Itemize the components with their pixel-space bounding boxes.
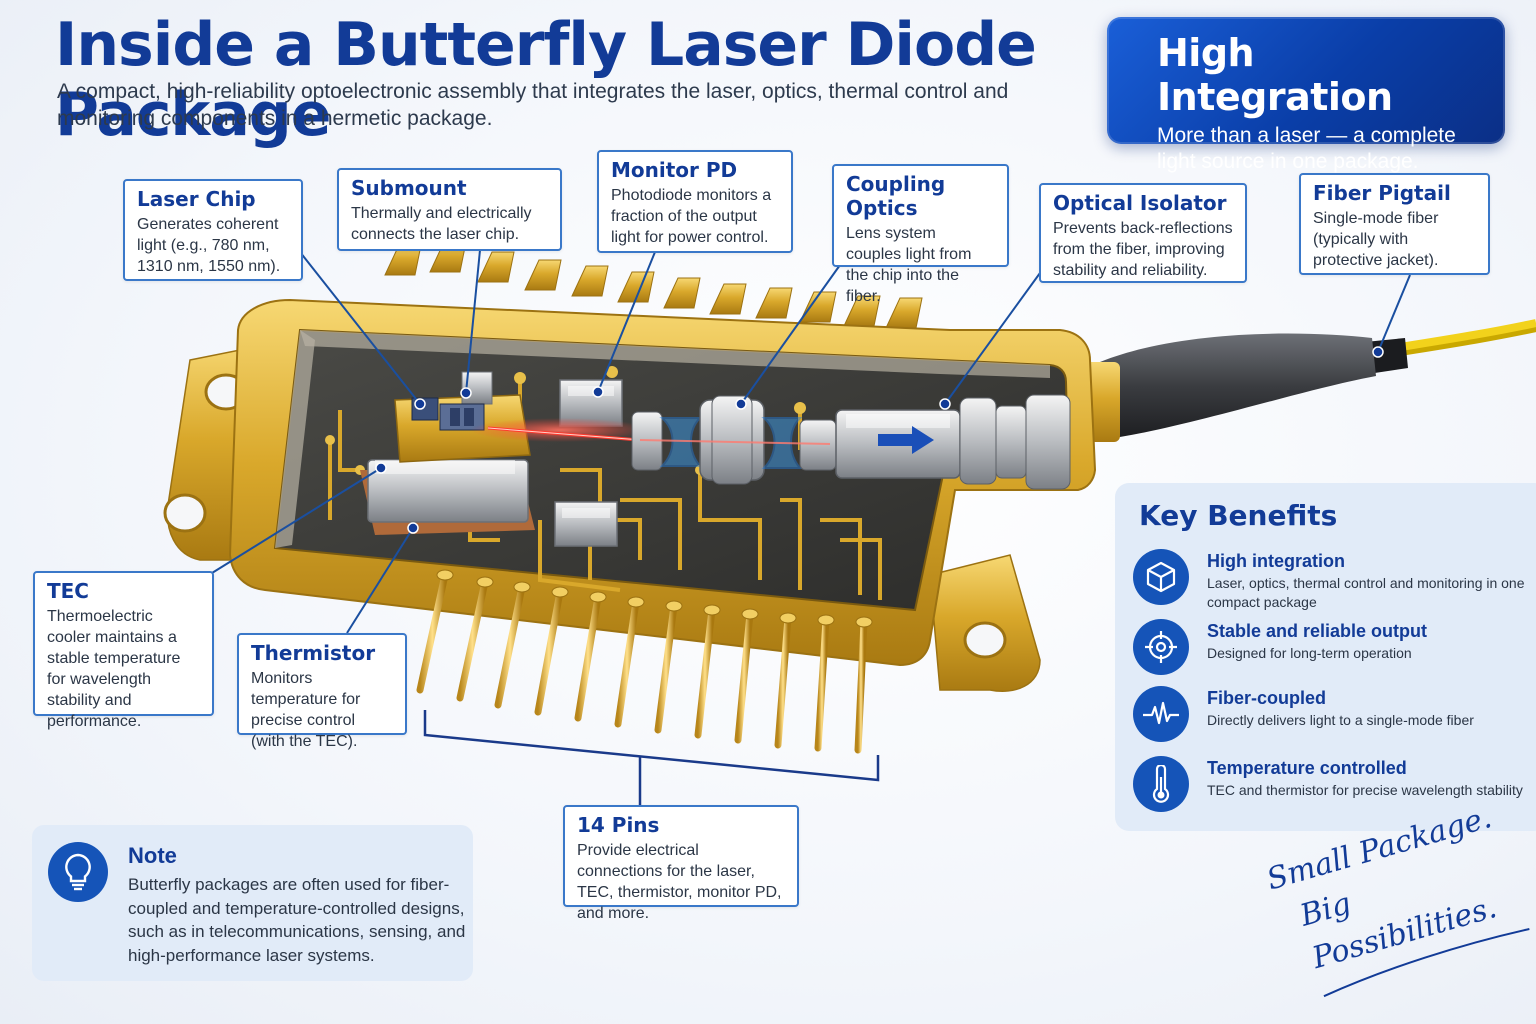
benefit-item: Temperature controlled TEC and thermisto… [1133,756,1533,816]
benefit-title: High integration [1207,551,1345,571]
tec-block [360,459,535,535]
callout-tec-title: TEC [47,579,89,603]
lightbulb-icon [48,842,108,902]
callout-coupling-optics-title: Coupling Optics [846,172,946,220]
callout-optical-isolator-text: Prevents back-reflections from the fiber… [1053,220,1233,279]
fiber-pigtail [1075,319,1536,442]
laser-chip [411,397,485,431]
benefit-item: High integration Laser, optics, thermal … [1133,549,1533,610]
leader-lines [211,249,1411,634]
thermistor-component [554,501,618,547]
optical-isolator [835,394,1071,490]
callout-coupling-optics-text: Lens system couples light from the chip … [846,225,972,305]
thermometer-icon [1133,756,1189,812]
waveform-icon [1133,686,1189,742]
callout-thermistor: Thermistor Monitors temperature for prec… [237,633,407,750]
tagline-underline [1323,927,1530,998]
callout-submount: Submount Thermally and electrically conn… [337,168,562,251]
callout-fiber-pigtail-text: Single-mode fiber (typically with protec… [1313,210,1439,269]
note-title: Note [128,843,177,868]
coupling-optics [631,395,837,485]
callout-optical-isolator: Optical Isolator Prevents back-reflectio… [1039,183,1247,283]
callout-thermistor-title: Thermistor [251,641,376,665]
benefit-title: Temperature controlled [1207,758,1407,778]
callout-fiber-pigtail-title: Fiber Pigtail [1313,181,1451,205]
callout-monitor-pd-text: Photodiode monitors a fraction of the ou… [611,187,772,246]
pins-bracket [423,710,880,805]
cube-icon [1133,549,1189,605]
callout-14-pins: 14 Pins Provide electrical connections f… [563,805,799,922]
callout-monitor-pd: Monitor PD Photodiode monitors a fractio… [597,150,793,253]
callout-monitor-pd-title: Monitor PD [611,158,738,182]
callout-tec: TEC Thermoelectric cooler maintains a st… [33,571,214,730]
key-benefits-panel: Key Benefits High integration Laser, opt… [1115,483,1536,831]
laser-beam [470,418,650,442]
callout-submount-text: Thermally and electrically connects the … [351,205,532,243]
callout-laser-chip-text: Generates coherent light (e.g., 780 nm, … [137,216,281,275]
page-title: Inside a Butterfly Laser Diode Package [55,10,1037,150]
callout-pins-title: 14 Pins [577,813,660,837]
target-icon [1133,619,1189,675]
callout-laser-chip-title: Laser Chip [137,187,256,211]
callout-coupling-optics: Coupling Optics Lens system couples ligh… [832,164,1009,305]
high-integration-title: High Integration [1157,31,1393,119]
callout-pins-text: Provide electrical connections for the l… [577,842,782,922]
benefit-item: Stable and reliable output Designed for … [1133,619,1533,679]
note-box: Note Butterfly packages are often used f… [32,825,473,981]
benefit-text: Designed for long-term operation [1207,645,1412,661]
callout-tec-text: Thermoelectric cooler maintains a stable… [47,608,181,730]
page-subtitle: A compact, high-reliability optoelectron… [57,80,1009,130]
note-text: Butterfly packages are often used for fi… [128,875,466,965]
heatsink-fins [384,241,923,329]
pins [416,571,868,754]
callout-laser-chip: Laser Chip Generates coherent light (e.g… [123,179,303,281]
callout-submount-title: Submount [351,176,467,200]
key-benefits-title: Key Benefits [1139,499,1338,532]
benefit-title: Stable and reliable output [1207,621,1428,641]
pin-heads [436,569,873,628]
high-integration-banner: High Integration More than a laser — a c… [1107,17,1505,173]
benefit-title: Fiber-coupled [1207,688,1327,708]
leader-dots [375,346,1384,534]
callout-thermistor-text: Monitors temperature for precise control… [251,670,361,750]
benefit-text: Laser, optics, thermal control and monit… [1207,575,1525,610]
benefit-item: Fiber-coupled Directly delivers light to… [1133,686,1533,746]
benefit-text: TEC and thermistor for precise wavelengt… [1207,782,1523,798]
callout-optical-isolator-title: Optical Isolator [1053,191,1227,215]
high-integration-text: More than a laser — a complete light sou… [1157,124,1456,173]
benefit-text: Directly delivers light to a single-mode… [1207,712,1474,728]
tagline: Small Package. Big Possibilities. [1262,791,1536,1006]
callout-fiber-pigtail: Fiber Pigtail Single-mode fiber (typical… [1299,173,1490,275]
